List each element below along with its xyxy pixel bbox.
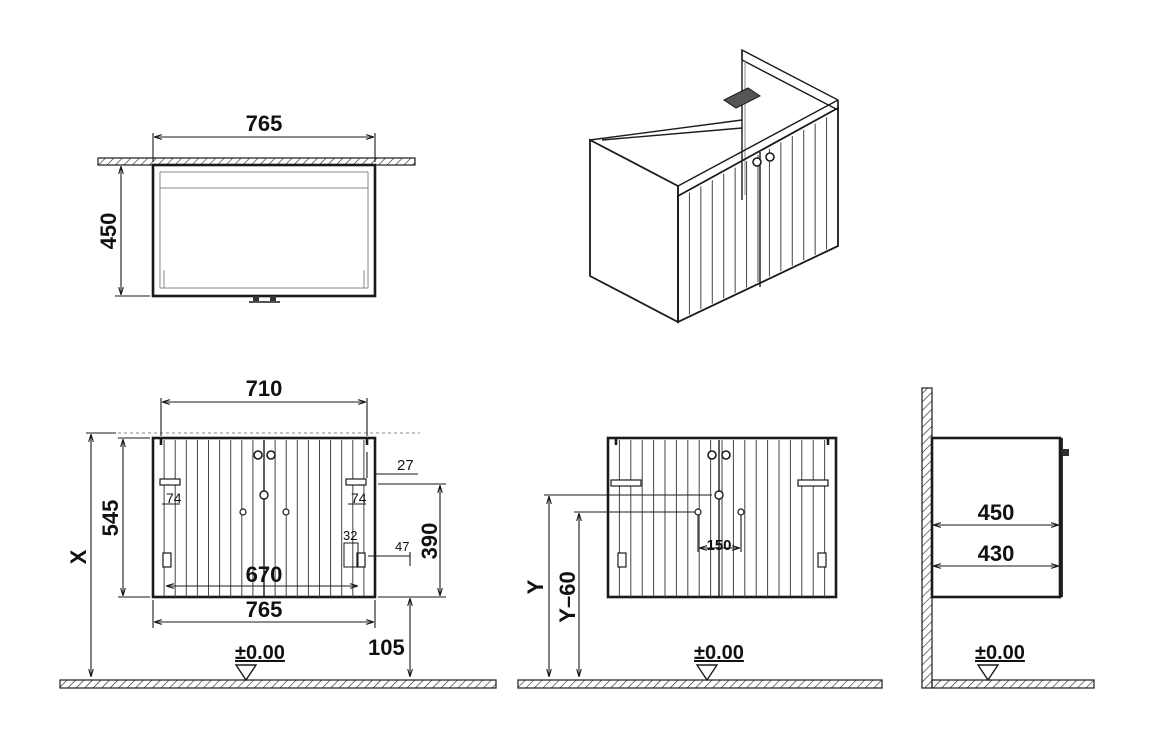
hanging-bracket-icon — [723, 87, 761, 109]
knob-icon — [752, 152, 775, 167]
drain-holes-icon — [239, 490, 290, 516]
knob-icon — [249, 296, 280, 303]
rear-view: Y Y–60 150 ±0.00 — [517, 436, 883, 689]
front-inner-width-label: 670 — [246, 562, 283, 587]
floor-level-label: ±0.00 — [975, 642, 1025, 664]
side-depth-inner-label: 430 — [978, 541, 1015, 566]
height-y-label: Y — [523, 579, 548, 594]
bracket-left-label: 74 — [166, 490, 182, 506]
front-bottom-width-label: 765 — [246, 597, 283, 622]
floor-level-label: ±0.00 — [235, 642, 285, 664]
front-height-label: 545 — [98, 500, 123, 537]
bracket-right-label: 74 — [351, 490, 367, 506]
top-width-label: 765 — [246, 111, 283, 136]
isometric-view — [589, 48, 839, 324]
front-grooves — [688, 117, 828, 315]
floor-gap-label: 105 — [368, 635, 405, 660]
side-depth-outer-label: 450 — [978, 500, 1015, 525]
top-depth-label: 450 — [96, 213, 121, 250]
height-x-label: X — [66, 549, 91, 564]
floor-line — [517, 679, 883, 689]
hanging-bracket-icon — [610, 479, 829, 568]
front-grooves — [163, 440, 365, 597]
drain-height-label: 390 — [417, 523, 442, 560]
drain-holes-icon — [694, 490, 745, 516]
knob-icon — [1063, 449, 1069, 456]
small-offset-a-label: 32 — [343, 528, 357, 543]
top-view: 765 450 — [96, 111, 416, 303]
knob-icon — [253, 450, 276, 460]
cabinet-outline-top — [151, 163, 377, 298]
height-y60-label: Y–60 — [555, 571, 580, 622]
front-top-width-label: 710 — [246, 376, 283, 401]
floor-level-label: ±0.00 — [694, 642, 744, 664]
knob-icon — [707, 450, 731, 460]
side-view: 450 430 ±0.00 — [921, 387, 1095, 689]
hanging-bracket-icon — [159, 478, 367, 568]
small-offset-b-label: 47 — [395, 539, 409, 554]
floor-line — [931, 679, 1095, 689]
wall — [921, 387, 933, 689]
rear-grooves — [618, 440, 826, 597]
front-view: 710 670 765 545 X 27 74 74 32 47 — [59, 376, 497, 689]
center-spacing-label: 150 — [706, 537, 731, 554]
floor-line — [59, 679, 497, 689]
side-offset-label: 27 — [397, 457, 414, 474]
